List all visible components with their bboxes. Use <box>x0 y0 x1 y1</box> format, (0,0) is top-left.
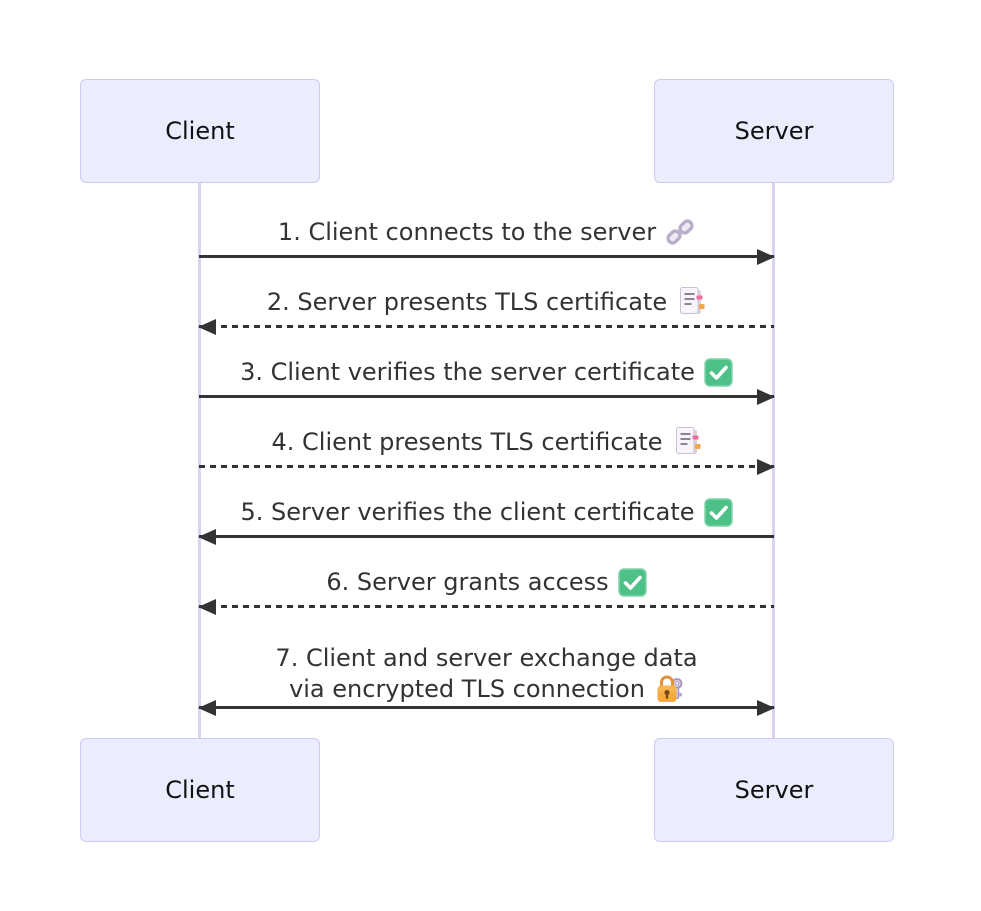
message-text: via encrypted TLS connection <box>289 674 645 703</box>
message-6: 6. Server grants access <box>199 565 774 608</box>
message-7-label-line1: 7. Client and server exchange data <box>199 642 774 673</box>
message-text: 3. Client verifies the server certificat… <box>240 358 695 386</box>
actor-label: Server <box>734 776 814 804</box>
message-3-arrow <box>199 395 774 398</box>
locked-with-key-icon <box>654 673 684 705</box>
actor-label: Server <box>734 117 814 145</box>
message-2: 2. Server presents TLS certificate <box>199 285 774 328</box>
message-6-label: 6. Server grants access <box>199 565 774 599</box>
message-text: 7. Client and server exchange data <box>275 643 698 672</box>
message-text: 1. Client connects to the server <box>277 218 657 246</box>
message-2-arrow <box>199 325 774 328</box>
message-text: 4. Client presents TLS certificate <box>271 428 663 456</box>
message-4: 4. Client presents TLS certificate <box>199 425 774 468</box>
message-text: 2. Server presents TLS certificate <box>266 288 668 316</box>
message-7-arrow <box>199 706 774 709</box>
actor-client-top: Client <box>80 79 320 183</box>
message-7-label-line2: via encrypted TLS connection <box>199 673 774 704</box>
message-3: 3. Client verifies the server certificat… <box>199 355 774 398</box>
message-4-label: 4. Client presents TLS certificate <box>199 425 774 459</box>
lifeline-client <box>198 183 201 738</box>
check-mark-icon <box>703 497 733 527</box>
message-1: 1. Client connects to the server <box>199 215 774 258</box>
message-5-arrow <box>199 535 774 538</box>
bookmark-tabs-icon <box>676 286 706 318</box>
actor-label: Client <box>165 117 235 145</box>
message-1-label: 1. Client connects to the server <box>199 215 774 249</box>
message-3-label: 3. Client verifies the server certificat… <box>199 355 774 389</box>
message-5-label: 5. Server verifies the client certificat… <box>199 495 774 529</box>
check-mark-icon <box>704 357 733 387</box>
actor-client-bottom: Client <box>80 738 320 842</box>
actor-server-top: Server <box>654 79 894 183</box>
message-6-arrow <box>199 605 774 608</box>
message-7: 7. Client and server exchange data via e… <box>199 642 774 709</box>
bookmark-tabs-icon <box>672 426 702 458</box>
link-icon <box>665 217 695 247</box>
message-1-arrow <box>199 255 774 258</box>
actor-server-bottom: Server <box>654 738 894 842</box>
message-4-arrow <box>199 465 774 468</box>
actor-label: Client <box>165 776 235 804</box>
message-text: 6. Server grants access <box>326 568 609 596</box>
message-5: 5. Server verifies the client certificat… <box>199 495 774 538</box>
message-2-label: 2. Server presents TLS certificate <box>199 285 774 319</box>
check-mark-icon <box>617 567 647 597</box>
message-text: 5. Server verifies the client certificat… <box>240 498 695 526</box>
